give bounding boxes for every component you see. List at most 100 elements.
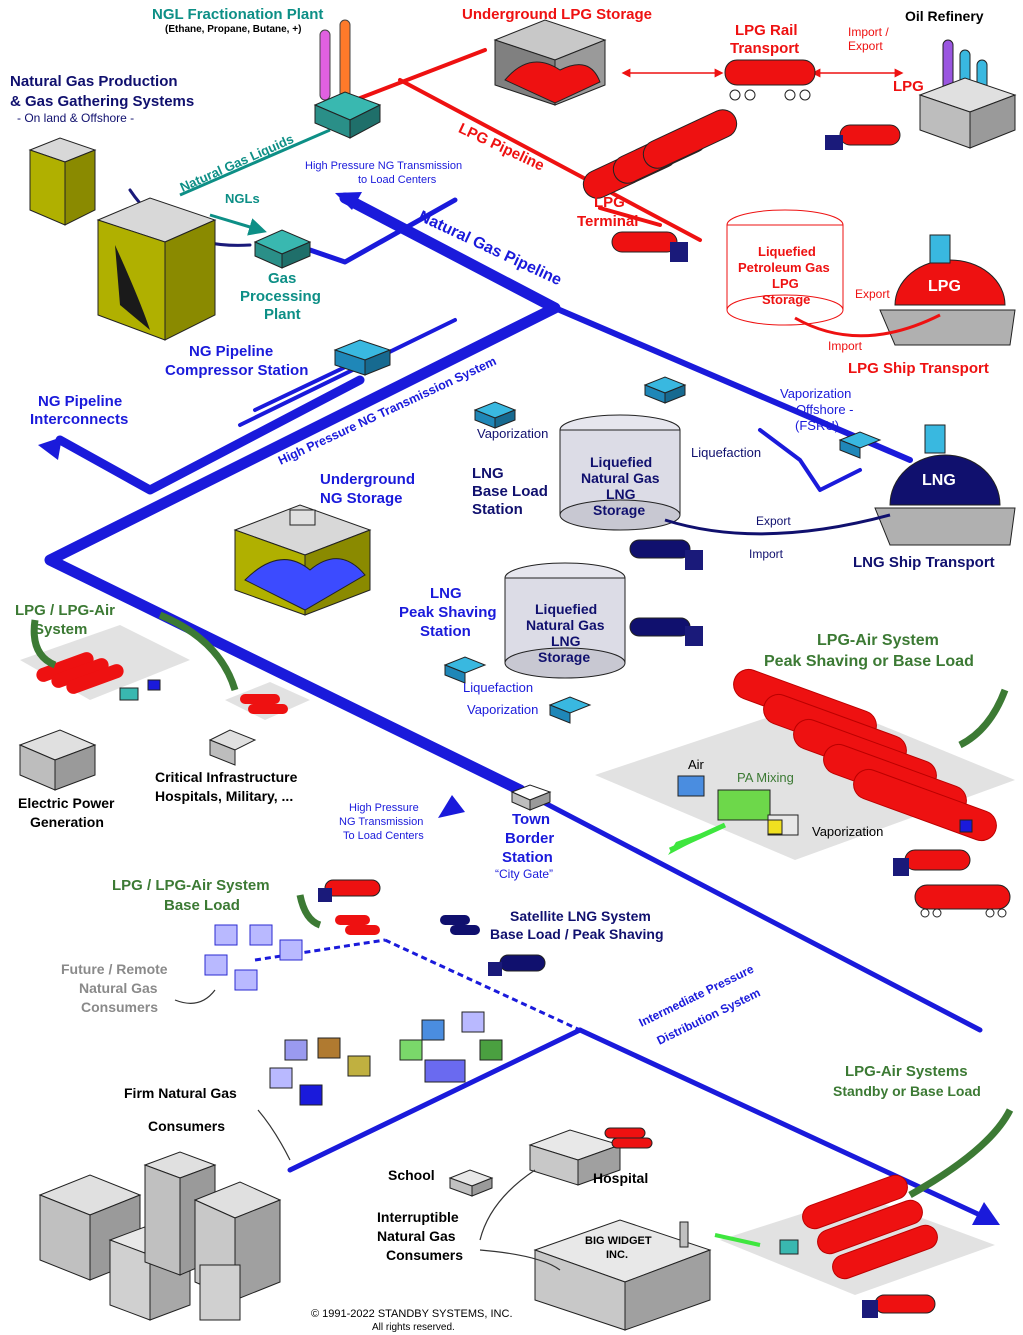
underground-ng-label-1: Underground xyxy=(320,471,415,488)
green-arrows xyxy=(30,611,1014,1199)
lpg-rail-label-1: LPG Rail xyxy=(735,22,798,39)
lpg-ship xyxy=(794,234,1016,346)
gas-processing-plant xyxy=(253,229,312,269)
city-gate-label: “City Gate” xyxy=(495,867,554,881)
lpg-truck-refinery xyxy=(825,124,901,150)
copyright-label-1: © 1991-2022 STANDBY SYSTEMS, INC. xyxy=(311,1308,513,1320)
compressor-station xyxy=(333,339,392,376)
town-border-label-1: Town xyxy=(512,811,551,828)
lng-peak-label-2: Peak Shaving xyxy=(399,604,497,621)
school-label: School xyxy=(388,1167,435,1183)
lng-peak-storage-label-2: Natural Gas xyxy=(526,617,605,633)
vaporization-offshore-label-3: (FSRU) xyxy=(795,418,840,433)
satellite-systems xyxy=(254,879,581,1032)
lpg-pipeline xyxy=(353,48,904,242)
interruptible-label-1: Interruptible xyxy=(377,1209,459,1225)
hp-load-centers-label-1: High Pressure xyxy=(349,802,419,814)
ngl-plant-subtitle: (Ethane, Propane, Butane, +) xyxy=(165,24,302,35)
underground-lpg-storage-label: Underground LPG Storage xyxy=(462,6,653,23)
ngl-plant-title: NGL Fractionation Plant xyxy=(152,6,324,23)
future-remote-label-1: Future / Remote xyxy=(61,961,168,977)
lpg-air-base-label-2: Base Load xyxy=(164,897,240,914)
lpg-air-peak-system xyxy=(595,668,1015,918)
future-remote-label-2: Natural Gas xyxy=(79,980,158,996)
lpg-export-label: Export xyxy=(855,287,890,301)
future-remote-label-3: Consumers xyxy=(81,999,159,1015)
lng-storage-label-2: Natural Gas xyxy=(581,470,660,486)
ng-transmission-pipeline xyxy=(44,188,983,1218)
lng-storage-label-1: Liquefied xyxy=(590,454,653,470)
hp-load-centers-label-2: NG Transmission xyxy=(339,816,424,828)
lng-liquefaction-label: Liquefaction xyxy=(691,445,762,460)
critical-infra-label-1: Critical Infrastructure xyxy=(155,769,298,785)
critical-infra-label-2: Hospitals, Military, ... xyxy=(155,788,294,804)
lpg-air-system-critical xyxy=(208,682,310,766)
underground-ng-storage xyxy=(233,504,372,616)
hp-load-centers-label-3: To Load Centers xyxy=(343,830,424,842)
gas-processing-label-1: Gas xyxy=(268,270,297,287)
lng-export-label: Export xyxy=(756,514,791,528)
city-buildings xyxy=(38,1151,282,1321)
ng-interconnects-label-1: NG Pipeline xyxy=(38,393,123,410)
vaporization-offshore-label-2: - Offshore - xyxy=(788,402,854,417)
satellite-lng-label-2: Base Load / Peak Shaving xyxy=(490,926,664,942)
gas-processing-label-2: Processing xyxy=(240,288,321,305)
lng-vaporization-label: Vaporization xyxy=(477,426,549,441)
lng-peak-label-3: Station xyxy=(420,623,471,640)
ngl-fractionation-plant xyxy=(313,19,382,139)
hospital-label: Hospital xyxy=(593,1170,649,1186)
lng-ship-transport-label: LNG Ship Transport xyxy=(853,554,995,571)
pa-mixing-label: PA Mixing xyxy=(737,770,794,785)
electric-power-label-1: Electric Power xyxy=(18,795,115,811)
lpg-import-label: Import xyxy=(828,339,863,353)
houses-future xyxy=(204,924,303,991)
lng-peak-storage-label-1: Liquefied xyxy=(535,601,598,617)
town-border-label-2: Border xyxy=(505,830,555,847)
lng-peak-tank xyxy=(443,562,703,724)
satellite-lng-label-1: Satellite LNG System xyxy=(510,908,651,924)
firm-ng-label-1: Firm Natural Gas xyxy=(124,1085,237,1101)
lng-truck-base xyxy=(629,539,703,570)
lpg-storage-label-2: Petroleum Gas xyxy=(738,260,830,275)
lpg-air-base-label-1: LPG / LPG-Air System xyxy=(112,877,270,894)
ng-production-label-3: - On land & Offshore - xyxy=(17,111,135,125)
ng-interconnects-label-2: Interconnects xyxy=(30,411,129,428)
copyright-label-2: All rights reserved. xyxy=(372,1322,455,1333)
lng-base-load-label-1: LNG xyxy=(472,465,504,482)
vaporization-offshore-label-1: Vaporization xyxy=(780,386,852,401)
air-label: Air xyxy=(688,757,704,772)
lpg-air-vaporization-label: Vaporization xyxy=(812,824,884,839)
lng-peak-storage-label-4: Storage xyxy=(538,649,591,665)
lng-import-label: Import xyxy=(749,547,784,561)
firm-ng-label-2: Consumers xyxy=(148,1118,226,1134)
import-export-label-1: Import / xyxy=(848,25,889,39)
lng-base-load-tank xyxy=(559,414,681,531)
lng-storage-label-3: LNG xyxy=(606,486,636,502)
electric-power-label-2: Generation xyxy=(30,814,104,830)
lpg-air-standby-system xyxy=(714,1174,995,1318)
lng-peak-liquefaction-label: Liquefaction xyxy=(463,680,534,695)
callout-arrows xyxy=(174,989,561,1271)
underground-lpg-storage xyxy=(493,19,607,106)
ng-production-label-1: Natural Gas Production xyxy=(10,73,178,90)
lng-storage-label-4: Storage xyxy=(593,502,646,518)
interruptible-label-2: Natural Gas xyxy=(377,1228,456,1244)
lpg-storage-label-1: Liquefied xyxy=(758,244,816,259)
ng-production-label-2: & Gas Gathering Systems xyxy=(10,93,195,110)
lng-peak-label-1: LNG xyxy=(430,585,462,602)
lng-ship xyxy=(664,424,1016,546)
hp-ng-transmission-label-2: to Load Centers xyxy=(358,174,437,186)
lpg-air-system-left xyxy=(18,625,190,791)
town-border-label-3: Station xyxy=(502,849,553,866)
refinery-lpg-label: LPG xyxy=(893,78,924,95)
lpg-air-standby-label-1: LPG-Air Systems xyxy=(845,1063,968,1080)
lpg-ship-transport-label: LPG Ship Transport xyxy=(848,360,989,377)
big-widget-label-1: BIG WIDGET xyxy=(585,1235,652,1247)
institutional-buildings xyxy=(448,1127,712,1331)
lpg-terminal-label-2: Terminal xyxy=(577,213,639,230)
oil-refinery-label: Oil Refinery xyxy=(905,8,984,24)
hp-ng-transmission-label-1: High Pressure NG Transmission xyxy=(305,160,463,172)
lng-base-load-label-3: Station xyxy=(472,501,523,518)
big-widget-label-2: INC. xyxy=(606,1249,628,1261)
underground-ng-label-2: NG Storage xyxy=(320,490,403,507)
